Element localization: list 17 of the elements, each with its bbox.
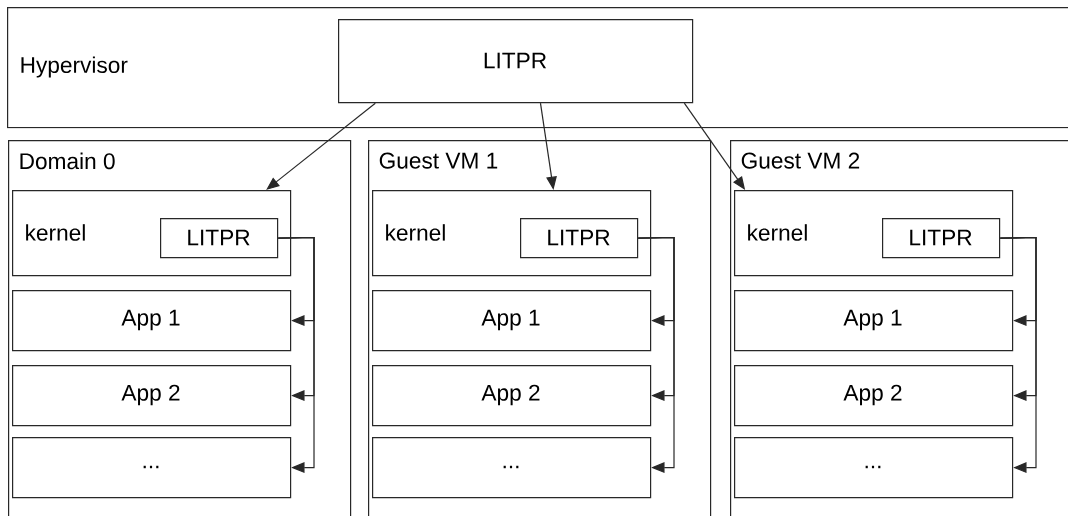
app-box: ... (372, 437, 652, 499)
app-box: App 1 (12, 290, 292, 352)
arrow (637, 236, 675, 474)
app-box: App 2 (12, 365, 292, 427)
module-box: LITPR (338, 19, 694, 104)
arrow (277, 236, 315, 474)
arrow (266, 102, 376, 190)
app-box: ... (734, 437, 1014, 499)
app-box: App 2 (372, 365, 652, 427)
app-box: ... (12, 437, 292, 499)
module-box: LITPR (520, 218, 639, 259)
app-box: App 1 (734, 290, 1014, 352)
module-box: LITPR (160, 218, 279, 259)
app-box: App 2 (734, 365, 1014, 427)
module-box: LITPR (882, 218, 1001, 259)
app-box: App 1 (372, 290, 652, 352)
arrow (999, 236, 1037, 474)
